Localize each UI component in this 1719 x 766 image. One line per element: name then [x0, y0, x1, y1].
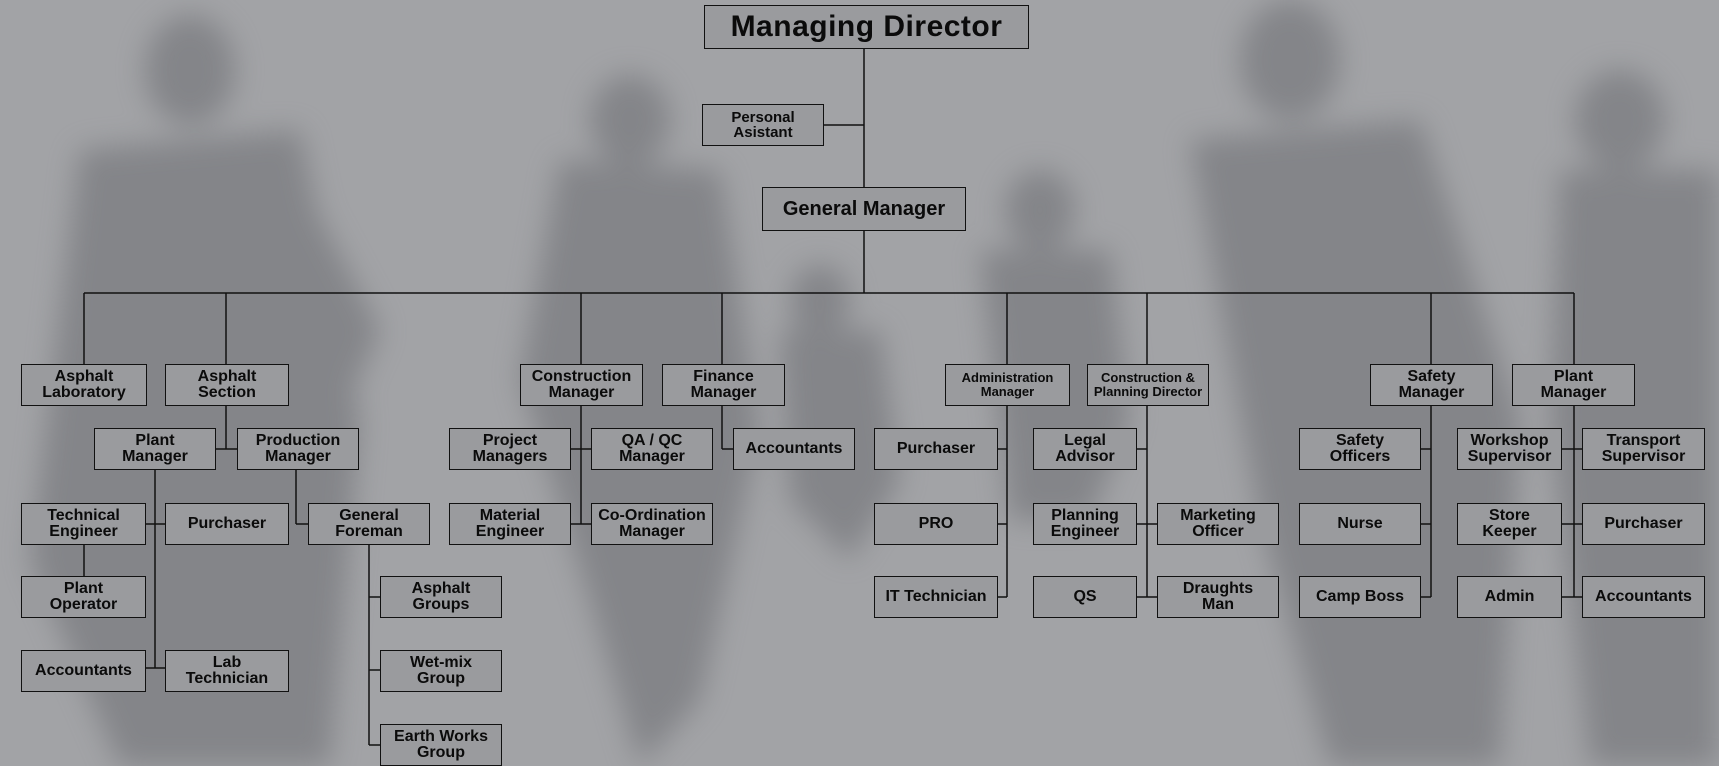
- transport-supervisor-box: Transport Supervisor: [1582, 428, 1705, 470]
- marketing-officer-box: Marketing Officer: [1157, 503, 1279, 545]
- workshop-supervisor-box: Workshop Supervisor: [1457, 428, 1562, 470]
- plant-manager-main-box: Plant Manager: [1512, 364, 1635, 406]
- purchaser-plant-box: Purchaser: [1582, 503, 1705, 545]
- earthworks-group-box: Earth Works Group: [380, 724, 502, 766]
- finance-manager-box: Finance Manager: [662, 364, 785, 406]
- plant-operator-box: Plant Operator: [21, 576, 146, 618]
- qs-box: QS: [1033, 576, 1137, 618]
- project-managers-box: Project Managers: [449, 428, 571, 470]
- admin-box: Admin: [1457, 576, 1562, 618]
- managing-director-box: Managing Director: [704, 5, 1029, 49]
- asphalt-section-box: Asphalt Section: [165, 364, 289, 406]
- qa-qc-manager-box: QA / QC Manager: [591, 428, 713, 470]
- wetmix-group-box: Wet-mix Group: [380, 650, 502, 692]
- it-technician-box: IT Technician: [874, 576, 998, 618]
- planning-engineer-box: Planning Engineer: [1033, 503, 1137, 545]
- lab-technician-box: Lab Technician: [165, 650, 289, 692]
- construction-planning-director-box: Construction & Planning Director: [1087, 364, 1209, 406]
- purchaser-asphalt-box: Purchaser: [165, 503, 289, 545]
- personal-assistant-box: Personal Asistant: [702, 104, 824, 146]
- asphalt-groups-box: Asphalt Groups: [380, 576, 502, 618]
- camp-boss-box: Camp Boss: [1299, 576, 1421, 618]
- purchaser-admin-box: Purchaser: [874, 428, 998, 470]
- plant-manager-asphalt-box: Plant Manager: [94, 428, 216, 470]
- store-keeper-box: Store Keeper: [1457, 503, 1562, 545]
- safety-officers-box: Safety Officers: [1299, 428, 1421, 470]
- accountants-asphalt-box: Accountants: [21, 650, 146, 692]
- legal-advisor-box: Legal Advisor: [1033, 428, 1137, 470]
- material-engineer-box: Material Engineer: [449, 503, 571, 545]
- nurse-box: Nurse: [1299, 503, 1421, 545]
- draughts-man-box: Draughts Man: [1157, 576, 1279, 618]
- construction-manager-box: Construction Manager: [520, 364, 643, 406]
- accountants-plant-box: Accountants: [1582, 576, 1705, 618]
- asphalt-laboratory-box: Asphalt Laboratory: [21, 364, 147, 406]
- coordination-manager-box: Co-Ordination Manager: [591, 503, 713, 545]
- safety-manager-box: Safety Manager: [1370, 364, 1493, 406]
- general-manager-box: General Manager: [762, 187, 966, 231]
- administration-manager-box: Administration Manager: [945, 364, 1070, 406]
- pro-box: PRO: [874, 503, 998, 545]
- technical-engineer-box: Technical Engineer: [21, 503, 146, 545]
- accountants-finance-box: Accountants: [733, 428, 855, 470]
- general-foreman-box: General Foreman: [308, 503, 430, 545]
- production-manager-box: Production Manager: [237, 428, 359, 470]
